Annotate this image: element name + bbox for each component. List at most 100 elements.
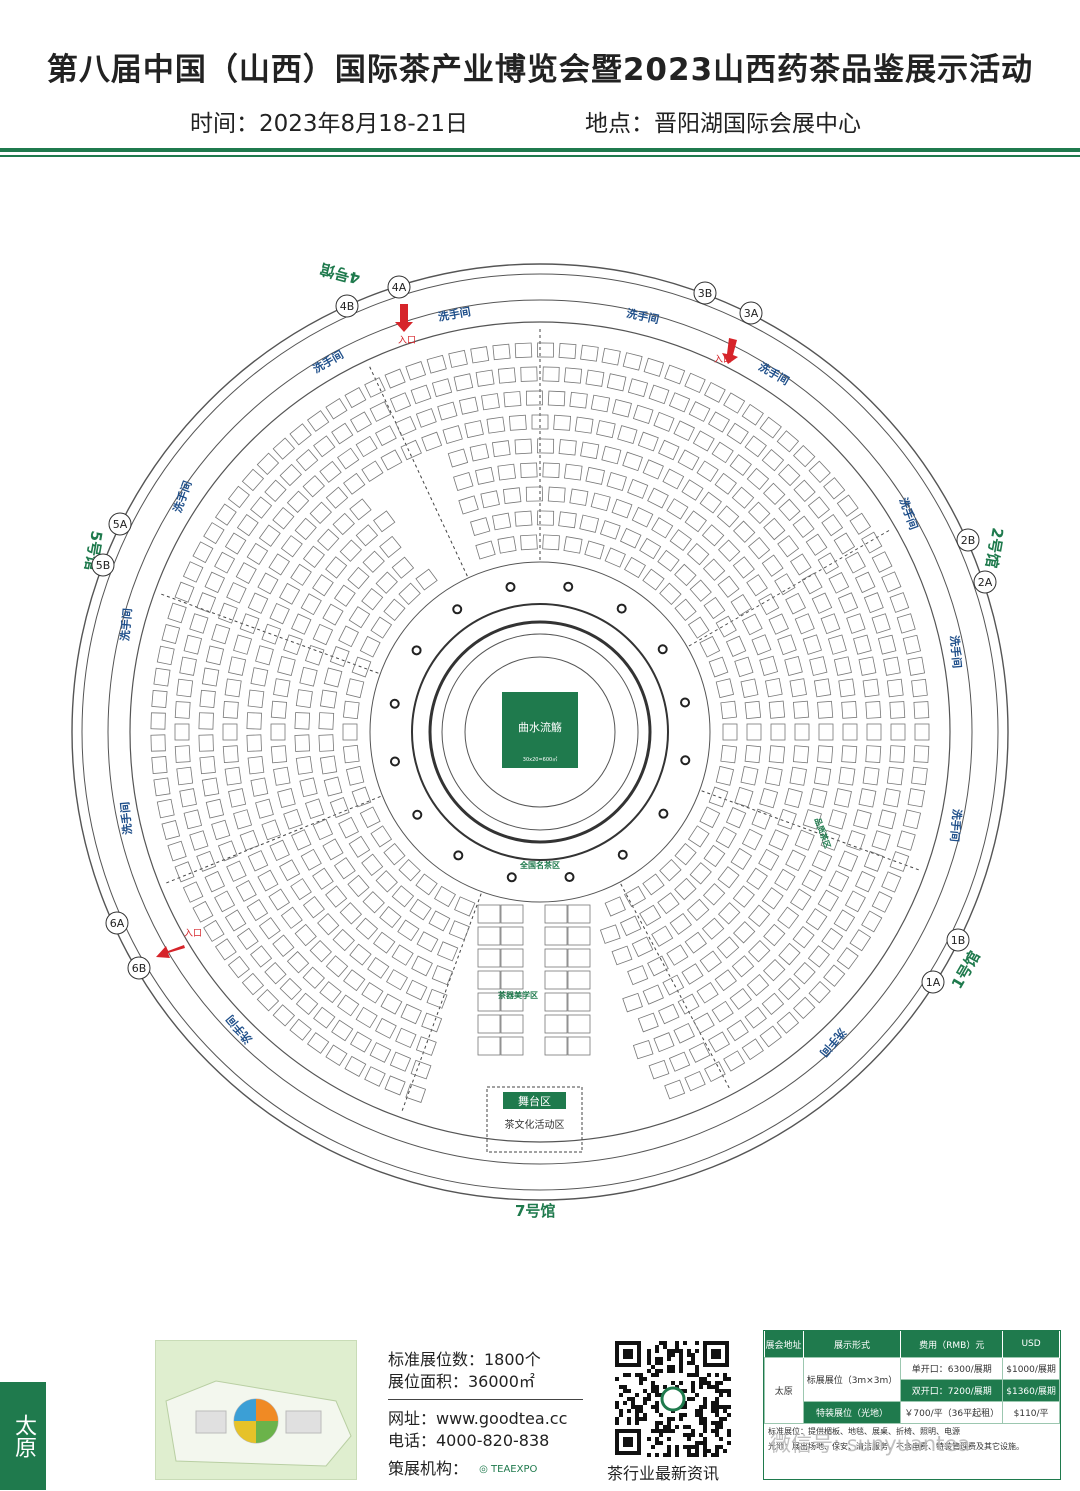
booth	[258, 524, 281, 547]
booth	[777, 535, 800, 558]
booth	[325, 486, 349, 509]
entrance-marker-6b[interactable]: 6B	[127, 956, 151, 980]
entrance-marker-4a[interactable]: 4A	[387, 275, 411, 299]
booth	[415, 568, 438, 591]
booth	[612, 398, 632, 418]
booth	[563, 367, 583, 384]
sector-divider	[368, 364, 468, 577]
booth	[563, 536, 583, 554]
booth	[684, 372, 706, 394]
booth	[802, 809, 822, 830]
booth	[295, 756, 313, 775]
booth	[247, 592, 269, 614]
booth	[400, 1003, 422, 1025]
booth	[567, 1014, 591, 1034]
booth	[708, 411, 730, 433]
booth	[569, 391, 588, 409]
booth	[355, 435, 378, 458]
booth	[881, 571, 902, 593]
booth	[774, 868, 796, 891]
booth	[708, 1031, 730, 1053]
booth	[351, 786, 372, 808]
entrance-marker-6a[interactable]: 6A	[105, 911, 129, 935]
booth	[820, 829, 841, 851]
booth	[716, 936, 740, 959]
booth	[764, 766, 783, 787]
stage-zone-label: 舞台区	[518, 1094, 551, 1108]
booth	[833, 532, 856, 555]
booth	[214, 551, 236, 574]
booth	[674, 563, 697, 587]
booth	[792, 745, 810, 764]
booth	[714, 969, 737, 992]
price-header-type: 展示形式	[803, 1331, 902, 1358]
booth	[269, 602, 290, 625]
booth	[744, 1006, 767, 1029]
booth	[639, 904, 662, 927]
booth	[520, 366, 538, 382]
booth	[784, 788, 803, 809]
booth	[491, 440, 511, 458]
booth	[448, 349, 468, 368]
booth	[375, 571, 398, 594]
website-link[interactable]: 网址：www.goodtea.cc	[388, 1409, 568, 1428]
booth	[307, 410, 330, 432]
booth	[338, 816, 359, 839]
booth	[520, 462, 538, 478]
booth	[617, 425, 638, 445]
booth	[470, 517, 491, 536]
booth	[877, 809, 897, 830]
entrance-marker-1a[interactable]: 1A	[921, 970, 945, 994]
booth	[361, 982, 384, 1004]
booth	[547, 486, 566, 503]
booth	[689, 862, 712, 885]
booth	[389, 392, 412, 413]
booth	[189, 613, 209, 634]
booth	[355, 917, 379, 940]
booth	[302, 896, 325, 919]
booth	[741, 403, 764, 426]
qr-code-icon[interactable]	[614, 1340, 732, 1458]
booth	[319, 755, 338, 775]
booth	[692, 1012, 715, 1034]
entrance-marker-2a[interactable]: 2A	[973, 570, 997, 594]
entrance-marker-3b[interactable]: 3B	[693, 281, 717, 305]
booth	[642, 459, 664, 480]
booth	[339, 539, 363, 562]
booth	[580, 344, 599, 362]
booth	[896, 613, 916, 634]
qr-caption: 茶行业最新资讯	[607, 1464, 720, 1483]
booth	[542, 462, 560, 478]
booth	[648, 384, 670, 405]
booth	[770, 723, 786, 741]
restroom-label: 洗手间	[437, 304, 472, 324]
booth	[300, 593, 322, 616]
price-table: 展会地址 展示形式 费用（RMB）元 USD 太原 标展展位（3m×3m） 单开…	[763, 1330, 1061, 1480]
booth	[741, 613, 763, 636]
booth	[639, 537, 662, 560]
restroom-label: 洗手间	[756, 359, 792, 388]
booth	[318, 712, 335, 730]
booth	[865, 701, 882, 719]
booth	[331, 1019, 354, 1042]
booth	[789, 678, 807, 698]
booth	[277, 655, 296, 676]
entrance-marker-3a[interactable]: 3A	[739, 301, 763, 325]
booth	[246, 542, 269, 566]
booth	[198, 734, 214, 752]
booth	[567, 992, 591, 1012]
booth	[827, 634, 847, 655]
booth	[567, 948, 591, 968]
booth	[717, 866, 740, 889]
entrance-marker-5b[interactable]: 5B	[91, 553, 115, 577]
booth	[823, 964, 846, 987]
booth	[359, 635, 381, 658]
entrance-marker-4b[interactable]: 4B	[335, 294, 359, 318]
entrance-arrow-icon	[156, 304, 738, 958]
booth	[744, 435, 767, 458]
booth	[558, 439, 577, 456]
booth	[632, 1040, 654, 1060]
entrance-marker-1b[interactable]: 1B	[946, 928, 970, 952]
entrance-marker-2b[interactable]: 2B	[956, 528, 980, 552]
entrance-marker-5a[interactable]: 5A	[108, 512, 132, 536]
